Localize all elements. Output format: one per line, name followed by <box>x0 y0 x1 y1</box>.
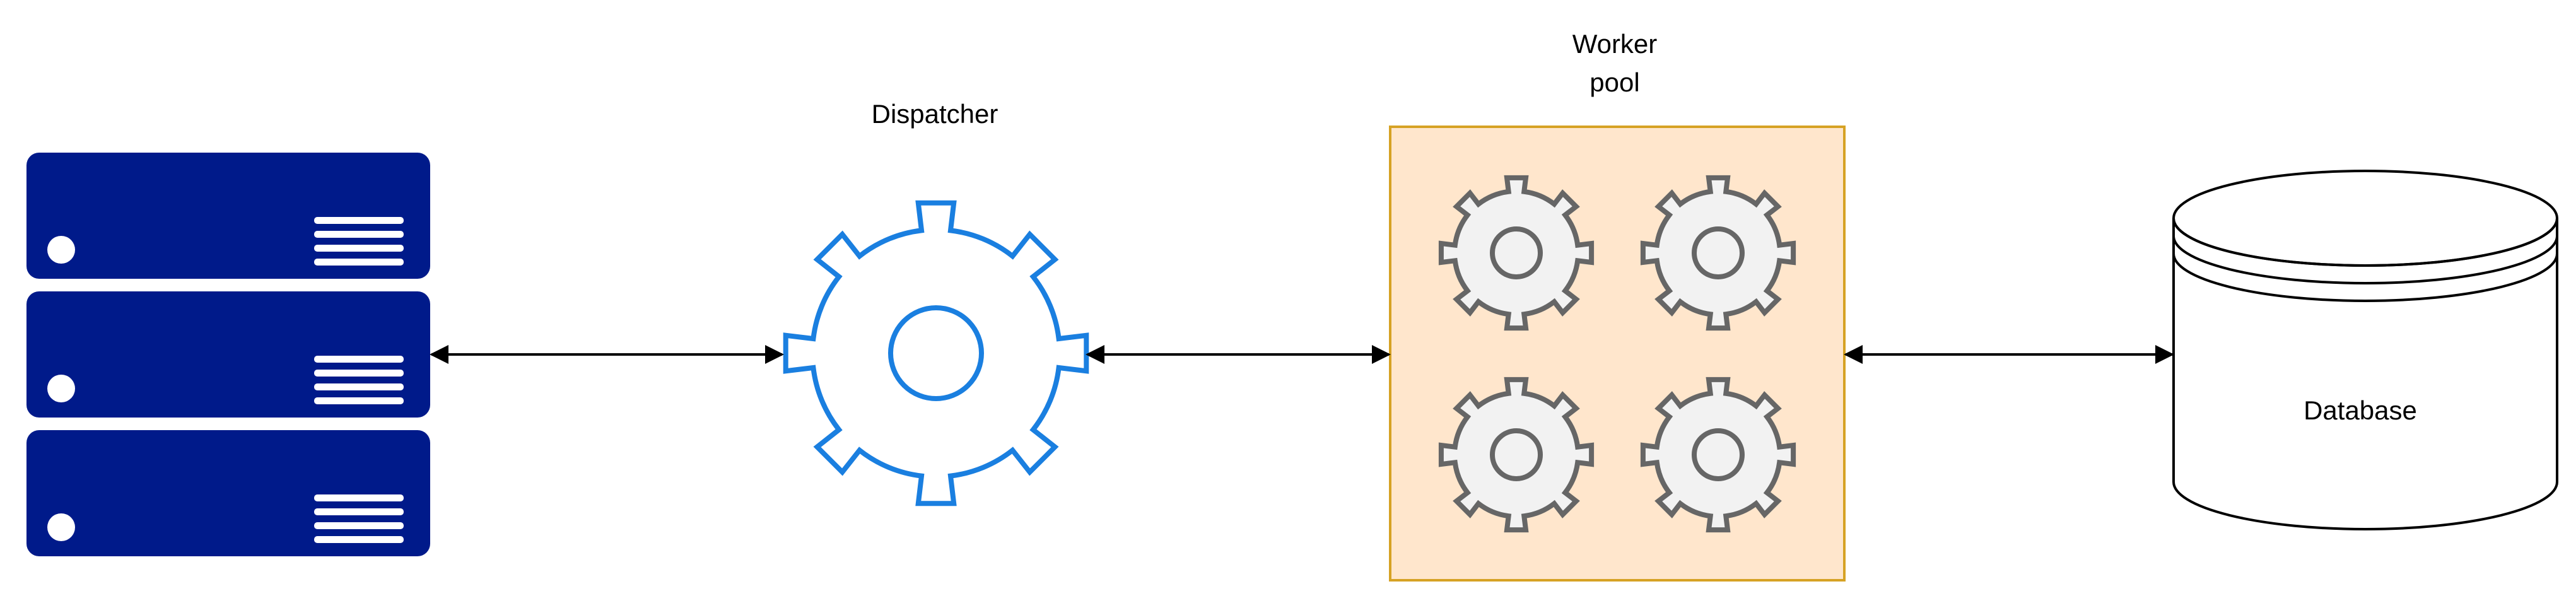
database-cylinder-icon <box>2172 170 2558 530</box>
server-unit-1 <box>26 153 430 279</box>
server-unit-3 <box>26 430 430 556</box>
database-label: Database <box>2304 395 2417 425</box>
server-rack-icon <box>26 153 430 556</box>
dispatcher-label: Dispatcher <box>872 99 998 129</box>
server-unit-2 <box>26 291 430 418</box>
worker-gear-icon-3 <box>1438 377 1595 533</box>
worker-gear-icon-2 <box>1640 175 1796 331</box>
worker-pool-container <box>1389 126 1846 582</box>
dispatcher-gear-icon <box>783 200 1089 506</box>
worker-gear-icon-1 <box>1438 175 1595 331</box>
worker-gear-icon-4 <box>1640 377 1796 533</box>
worker-pool-label-line1: Worker <box>1572 29 1658 59</box>
worker-pool-label-line2: pool <box>1590 67 1639 97</box>
